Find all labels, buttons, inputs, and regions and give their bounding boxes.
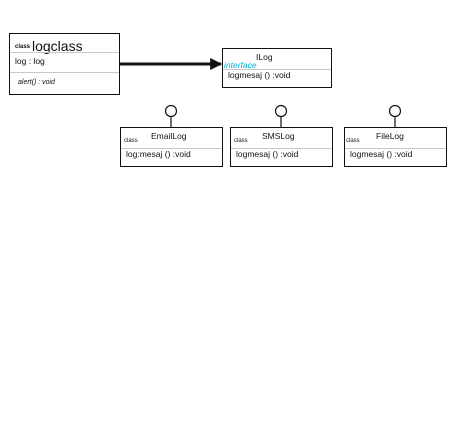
separator	[223, 69, 331, 70]
class-box-filelog[interactable]: FileLog class logmesaj () :void	[344, 127, 447, 167]
separator	[231, 148, 332, 149]
class-attribute: log : log	[15, 56, 45, 66]
class-method: alert() : void	[18, 79, 55, 86]
class-keyword: class	[124, 138, 138, 144]
interface-name: ILog	[256, 52, 273, 62]
class-keyword: class	[234, 138, 248, 144]
class-method: logmesaj () :void	[236, 149, 299, 159]
separator	[345, 148, 446, 149]
class-method: logmesaj () :void	[350, 149, 413, 159]
class-name: SMSLog	[262, 131, 295, 141]
interface-stereotype: interface	[224, 60, 257, 70]
interface-box-ilog[interactable]: ILog interface logmesaj () :void	[222, 48, 332, 88]
class-box-emaillog[interactable]: EmailLog class log:mesaj () :void	[120, 127, 223, 167]
class-keyword: class	[346, 138, 360, 144]
class-name: FileLog	[376, 131, 404, 141]
separator	[121, 148, 222, 149]
class-name: logclass	[32, 38, 83, 54]
separator	[10, 72, 119, 73]
lollipop-interface-filelog	[388, 104, 402, 127]
lollipop-interface-smslog	[274, 104, 288, 127]
separator	[10, 52, 119, 53]
class-name: EmailLog	[151, 131, 187, 141]
class-box-smslog[interactable]: SMSLog class logmesaj () :void	[230, 127, 333, 167]
class-keyword: class	[15, 44, 31, 50]
interface-method: logmesaj () :void	[228, 70, 291, 80]
lollipop-interface-emaillog	[164, 104, 178, 127]
class-box-logclass[interactable]: class logclass log : log alert() : void	[9, 33, 120, 95]
class-method: log:mesaj () :void	[126, 149, 191, 159]
